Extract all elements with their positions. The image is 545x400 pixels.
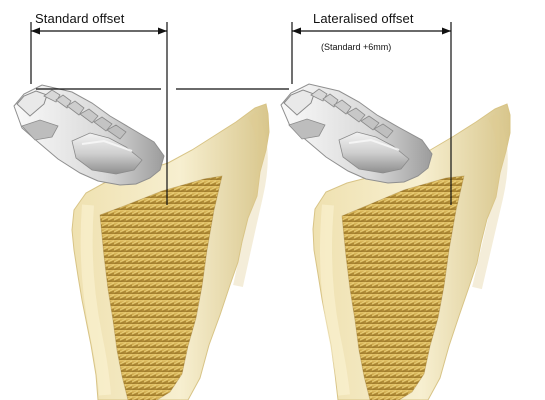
standard-offset-label: Standard offset [35,12,124,25]
standard-offset-left-arrowhead [31,28,40,35]
lateralised-offset-label: Lateralised offset [313,12,414,25]
lateralised-offset-right-arrowhead [442,28,451,35]
lateralised-offset-left-arrowhead [292,28,301,35]
femoral-stem-right-icon [281,84,432,183]
femoral-stem-left-icon [14,85,164,185]
standard-offset-right-arrowhead [158,28,167,35]
lateralised-offset-note: (Standard +6mm) [321,43,391,52]
